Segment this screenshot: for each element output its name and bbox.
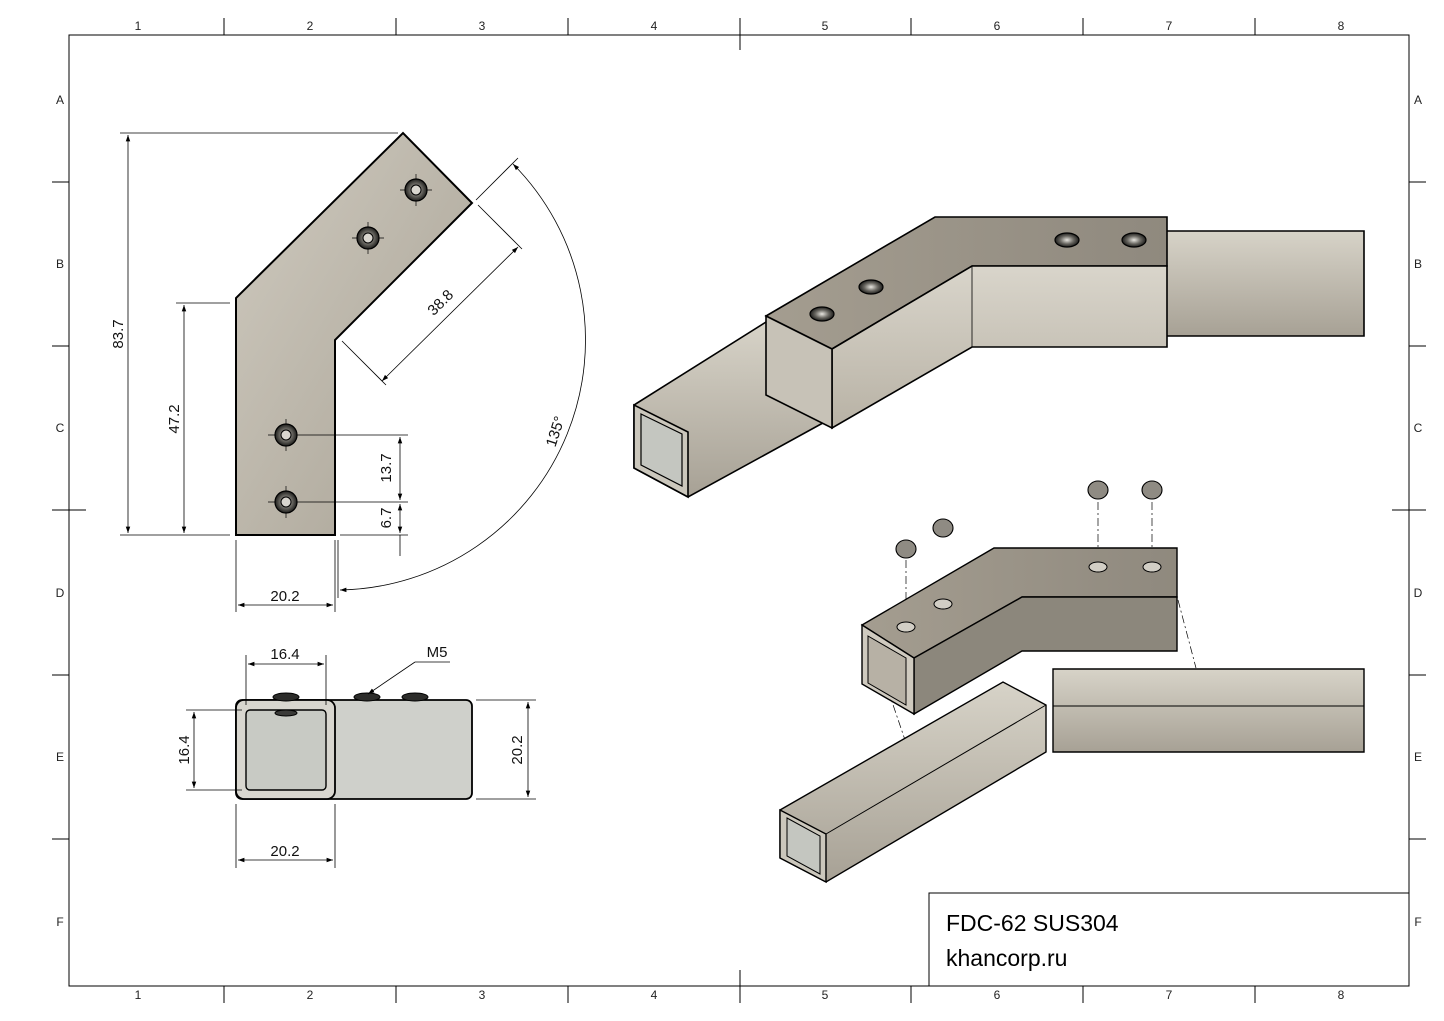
- dim-leg-length: 38.8: [424, 286, 457, 319]
- col-label: 6: [994, 988, 1001, 1002]
- hole-marker: [268, 486, 300, 518]
- row-label: A: [1414, 93, 1422, 107]
- col-label: 5: [822, 19, 829, 33]
- row-label: C: [1414, 421, 1423, 435]
- isometric-assembled-view: [633, 216, 1365, 499]
- row-label: C: [56, 421, 65, 435]
- title-block: FDC-62 SUS304 khancorp.ru: [928, 892, 1410, 987]
- bracket-outline: [235, 131, 474, 536]
- part-name: FDC-62 SUS304: [946, 910, 1119, 936]
- tube-opening: [245, 709, 327, 791]
- isometric-exploded-view: [779, 480, 1365, 884]
- column-labels-bottom: 1 2 3 4 5 6 7 8: [135, 988, 1345, 1002]
- row-label: E: [1414, 750, 1422, 764]
- set-screws-end: [272, 692, 429, 717]
- col-label: 8: [1338, 988, 1345, 1002]
- dim-inner-width: 16.4: [270, 646, 299, 663]
- dim-hole-edge: 6.7: [378, 508, 395, 529]
- row-label: F: [1414, 915, 1421, 929]
- col-label: 6: [994, 19, 1001, 33]
- row-label: B: [56, 257, 64, 271]
- col-label: 2: [307, 19, 314, 33]
- col-label: 1: [135, 19, 142, 33]
- row-labels-left: A B C D E F: [56, 93, 65, 929]
- col-label: 4: [651, 988, 658, 1002]
- column-labels-top: 1 2 3 4 5 6 7 8: [135, 19, 1345, 33]
- dim-height-leg: 47.2: [166, 404, 183, 433]
- col-label: 7: [1166, 19, 1173, 33]
- col-label: 4: [651, 19, 658, 33]
- front-dimensions: [120, 132, 586, 612]
- sheet-border: [52, 18, 1426, 1003]
- col-label: 3: [479, 19, 486, 33]
- col-label: 5: [822, 988, 829, 1002]
- dim-width: 20.2: [270, 588, 299, 605]
- row-label: E: [56, 750, 64, 764]
- col-label: 7: [1166, 988, 1173, 1002]
- set-screws-iso: [809, 232, 1147, 322]
- col-label: 8: [1338, 19, 1345, 33]
- dim-angle: 135°: [543, 414, 569, 449]
- col-label: 1: [135, 988, 142, 1002]
- thread-label: M5: [427, 644, 448, 661]
- dim-outer-height: 20.2: [509, 735, 526, 764]
- row-labels-right: A B C D E F: [1414, 93, 1423, 929]
- front-view: 83.7 47.2 38.8 135° 13.7 6.7 20.2: [110, 131, 586, 612]
- dim-outer-width: 20.2: [270, 843, 299, 860]
- dim-height-total: 83.7: [110, 319, 127, 348]
- end-view: 16.4 16.4 20.2 20.2 M5: [176, 644, 536, 868]
- row-label: D: [1414, 586, 1423, 600]
- dim-hole-spacing: 13.7: [378, 453, 395, 482]
- row-label: F: [56, 915, 63, 929]
- end-dimensions: [186, 655, 536, 868]
- dim-inner-height: 16.4: [176, 735, 193, 764]
- col-label: 2: [307, 988, 314, 1002]
- hole-marker: [268, 419, 300, 451]
- row-label: B: [1414, 257, 1422, 271]
- row-label: A: [56, 93, 64, 107]
- website: khancorp.ru: [946, 945, 1067, 971]
- row-label: D: [56, 586, 65, 600]
- col-label: 3: [479, 988, 486, 1002]
- exploded-set-screws: [895, 480, 1163, 559]
